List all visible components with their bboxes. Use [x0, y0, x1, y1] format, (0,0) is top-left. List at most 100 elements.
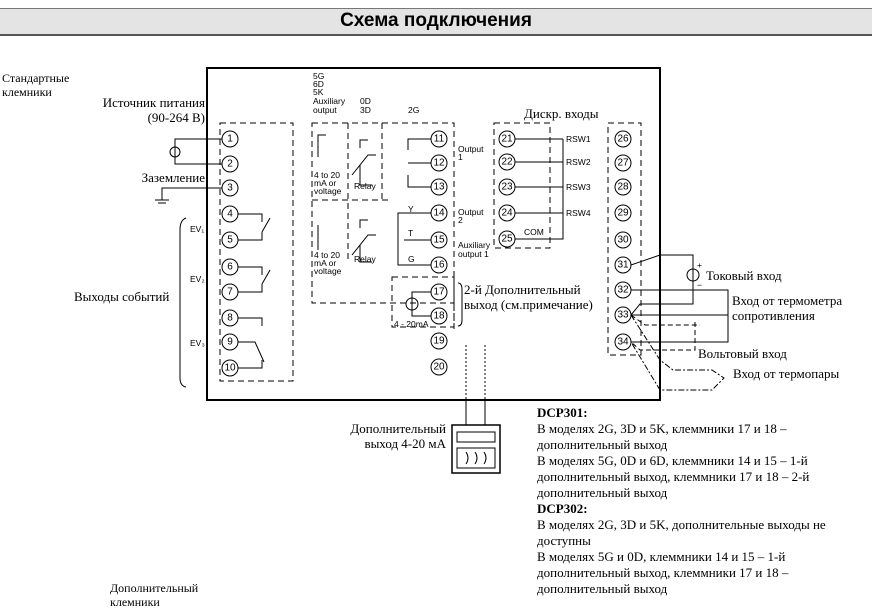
terminal-number: 9: [227, 337, 233, 348]
second-aux-output-label: 2-й Дополнительный выход (см.примечание): [464, 282, 593, 312]
terminal-19: [430, 332, 448, 350]
left-terminal-block: [219, 122, 294, 382]
terminal-11: [430, 130, 448, 148]
dcp302-heading: DCP302:: [537, 501, 588, 516]
terminal-12: [430, 154, 448, 172]
terminal-number: 17: [433, 287, 445, 298]
additional-terminals-label: Дополнительный клемники: [110, 581, 199, 609]
terminal-number: 33: [617, 310, 629, 321]
terminal-4: [221, 205, 239, 223]
terminal-number: 10: [224, 363, 236, 374]
terminal-2: [221, 155, 239, 173]
terminal-number: 1: [227, 134, 233, 145]
power-voltage-label: (90-264 В): [147, 110, 205, 125]
terminal-25: [498, 230, 516, 248]
thermocouple-input-label: Вход от термопары: [733, 366, 840, 381]
terminal-number: 23: [501, 182, 513, 193]
ev3-label: EV₃: [190, 338, 205, 348]
terminal-number: 4: [227, 209, 233, 220]
com-label: COM: [524, 227, 544, 237]
terminal-number: 21: [501, 134, 513, 145]
terminal-22: [498, 153, 516, 171]
terminal-number: 8: [227, 313, 233, 324]
terminal-number: 31: [617, 260, 629, 271]
signal-label: mA or: [314, 178, 336, 188]
terminal-number: 34: [617, 337, 629, 348]
terminal-30: [614, 231, 632, 249]
terminal-24: [498, 204, 516, 222]
rsw-label: RSW4: [566, 208, 591, 218]
terminal-18: [430, 307, 448, 325]
aux-output-4-20-label: Дополнительный выход 4-20 мА: [350, 421, 446, 451]
terminal-16: [430, 256, 448, 274]
terminal-10: [221, 359, 239, 377]
terminal-26: [614, 130, 632, 148]
rtd-input-label: Вход от термометра сопротивления: [732, 293, 843, 323]
terminal-number: 27: [617, 158, 629, 169]
aux-output1-label: Auxiliary: [458, 240, 491, 250]
terminal-7: [221, 283, 239, 301]
terminal-number: 30: [617, 235, 629, 246]
rsw-label: RSW1: [566, 134, 591, 144]
power-supply-label: Источник питания: [102, 95, 205, 110]
terminal-number: 13: [433, 182, 445, 193]
aux-output1-label: output 1: [458, 249, 489, 259]
terminal-number: 6: [227, 262, 233, 273]
t-label: T: [408, 228, 413, 238]
model-label: output: [313, 105, 337, 115]
terminal-number: 12: [433, 158, 445, 169]
terminal-14: [430, 204, 448, 222]
model-notes: DCP301: В моделях 2G, 3D и 5K, клеммники…: [537, 405, 857, 597]
standard-terminals-label: Стандартные клемники: [2, 71, 70, 99]
discrete-inputs-label: Дискр. входы: [524, 106, 599, 121]
signal-label: voltage: [314, 186, 342, 196]
event-outputs-label: Выходы событий: [74, 289, 170, 304]
relay-label: Relay: [354, 254, 376, 264]
right-terminal-block: [607, 122, 642, 356]
terminal-number: 7: [227, 287, 233, 298]
terminal-number: 28: [617, 182, 629, 193]
terminal-number: 2: [227, 159, 233, 170]
terminal-number: 11: [434, 134, 445, 145]
terminal-29: [614, 204, 632, 222]
terminal-31: [614, 256, 632, 274]
signal-label: 4 to 20: [314, 250, 340, 260]
terminal-32: [614, 281, 632, 299]
terminal-number: 15: [433, 235, 445, 246]
rsw-label: RSW2: [566, 157, 591, 167]
terminal-15: [430, 231, 448, 249]
terminal-13: [430, 178, 448, 196]
output1-label: 1: [458, 152, 463, 162]
terminal-5: [221, 231, 239, 249]
rsw-label: RSW3: [566, 182, 591, 192]
terminal-number: 3: [227, 183, 233, 194]
terminal-9: [221, 333, 239, 351]
model-label: 5G: [313, 71, 324, 81]
note-line: В моделях 2G, 3D и 5K, дополнительные вы…: [537, 517, 826, 548]
model-label: 3D: [360, 105, 371, 115]
signal-label: voltage: [314, 266, 342, 276]
controller-body: [206, 67, 661, 401]
terminal-33: [614, 306, 632, 324]
terminal-20: [430, 358, 448, 376]
terminal-6: [221, 258, 239, 276]
minus-sign: −: [697, 280, 702, 290]
note-line: В моделях 2G, 3D и 5K, клеммники 17 и 18…: [537, 421, 787, 452]
model-label: Auxiliary: [313, 96, 346, 106]
note-line: В моделях 5G, 0D и 6D, клеммники 14 и 15…: [537, 453, 810, 500]
signal-label: 4 to 20: [314, 170, 340, 180]
terminal-number: 25: [501, 234, 513, 245]
terminal-3: [221, 179, 239, 197]
terminal-number: 16: [433, 260, 445, 271]
terminal-17: [430, 283, 448, 301]
terminal-1: [221, 130, 239, 148]
section-title-bar: Схема подключения: [0, 8, 872, 36]
page-title: Схема подключения: [340, 10, 532, 31]
y-label: Y: [408, 204, 414, 214]
voltage-input-label: Вольтовый вход: [698, 346, 787, 361]
terminal-number: 14: [433, 208, 445, 219]
output2-label: Output: [458, 207, 484, 217]
terminal-number: 29: [617, 208, 629, 219]
terminal-27: [614, 154, 632, 172]
